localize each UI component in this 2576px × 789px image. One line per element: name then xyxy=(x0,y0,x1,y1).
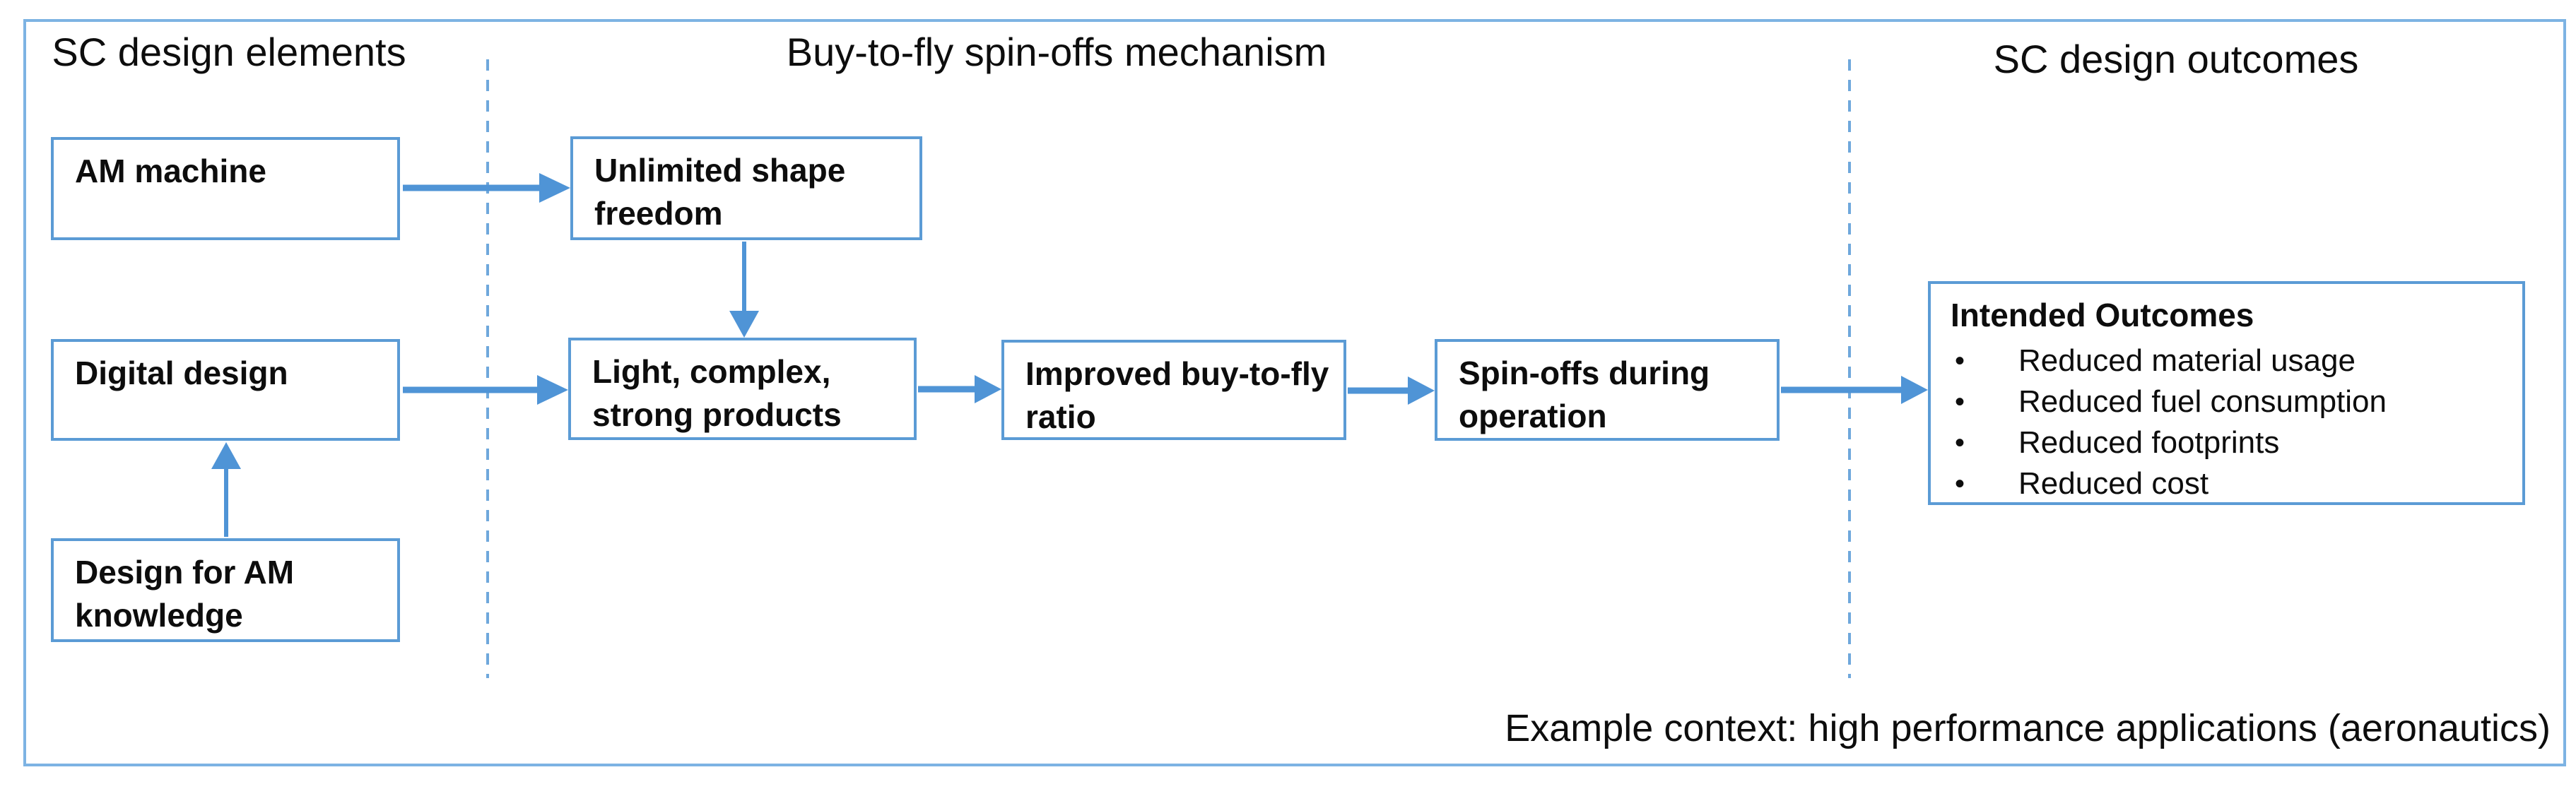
section-title-sc-design-outcomes: SC design outcomes xyxy=(1993,37,2359,81)
section-title-buy-to-fly-mechanism: Buy-to-fly spin-offs mechanism xyxy=(786,30,1327,74)
outcome-item-label: Reduced material usage xyxy=(2018,343,2356,378)
box-digital-design-label: Digital design xyxy=(75,355,288,391)
intended-outcomes-title: Intended Outcomes xyxy=(1951,297,2254,333)
box-light-complex-strong-products: Light, complex, strong products xyxy=(568,338,917,440)
outcome-item-label: Reduced fuel consumption xyxy=(2018,384,2387,419)
box-unlimited-shape-freedom-label: Unlimited shape freedom xyxy=(594,152,846,232)
box-design-for-am-knowledge: Design for AM knowledge xyxy=(51,538,400,642)
box-light-complex-strong-products-label: Light, complex, strong products xyxy=(592,353,842,434)
outcome-item: • Reduced cost xyxy=(1951,463,2512,504)
outcome-item-label: Reduced footprints xyxy=(2018,425,2280,460)
box-unlimited-shape-freedom: Unlimited shape freedom xyxy=(570,136,922,240)
intended-outcomes-list: • Reduced material usage • Reduced fuel … xyxy=(1951,340,2512,504)
example-context-note: Example context: high performance applic… xyxy=(1505,707,2551,749)
outcome-item: • Reduced material usage xyxy=(1951,340,2512,381)
outcome-item: • Reduced fuel consumption xyxy=(1951,381,2512,422)
bullet-icon: • xyxy=(1955,386,1965,417)
box-design-for-am-knowledge-label: Design for AM knowledge xyxy=(75,554,295,634)
section-title-sc-design-elements: SC design elements xyxy=(52,30,406,74)
bullet-icon: • xyxy=(1955,468,1965,499)
box-am-machine: AM machine xyxy=(51,137,400,240)
outcome-item-label: Reduced cost xyxy=(2018,465,2209,501)
box-digital-design: Digital design xyxy=(51,339,400,441)
box-spin-offs-during-operation-label: Spin-offs during operation xyxy=(1459,355,1710,435)
box-spin-offs-during-operation: Spin-offs during operation xyxy=(1435,339,1780,441)
box-intended-outcomes: Intended Outcomes • Reduced material usa… xyxy=(1928,281,2525,505)
bullet-icon: • xyxy=(1955,345,1965,376)
box-improved-buy-to-fly-ratio-label: Improved buy-to-fly ratio xyxy=(1025,355,1329,436)
outcome-item: • Reduced footprints xyxy=(1951,422,2512,463)
bullet-icon: • xyxy=(1955,427,1965,458)
box-am-machine-label: AM machine xyxy=(75,153,266,189)
box-improved-buy-to-fly-ratio: Improved buy-to-fly ratio xyxy=(1001,340,1346,440)
